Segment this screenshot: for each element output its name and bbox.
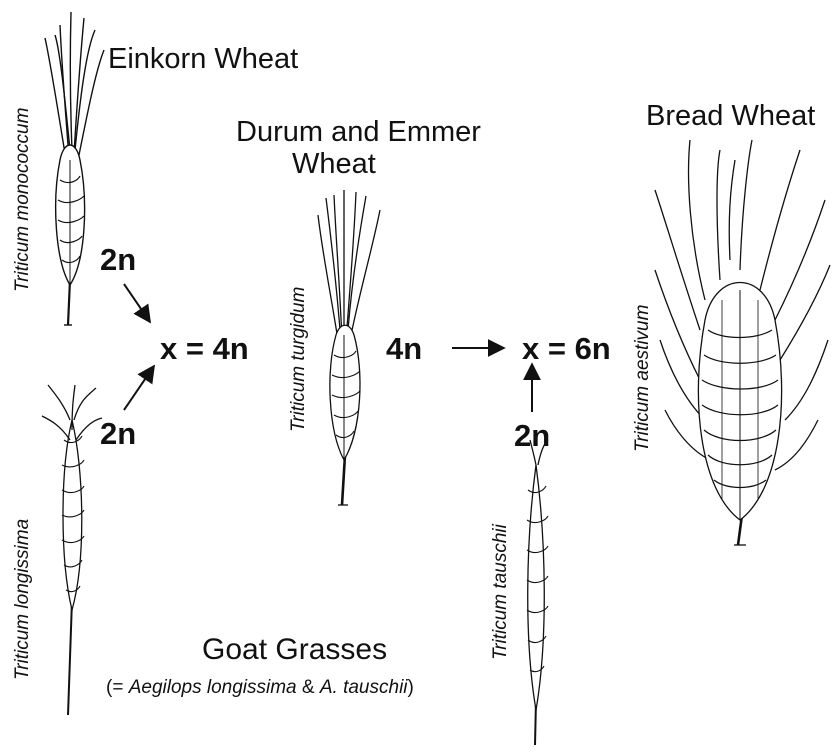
subtitle-suffix: ): [408, 677, 414, 698]
turgidum-scientific-name: Triticum turgidum: [288, 287, 310, 432]
subtitle-genus: Aegilops longissima: [129, 677, 297, 698]
goat-grasses-title: Goat Grasses: [202, 635, 387, 665]
longissima-ploidy: 2n: [100, 418, 136, 449]
tauschii-scientific-name: Triticum tauschii: [490, 524, 512, 660]
subtitle-prefix: (=: [106, 677, 129, 698]
einkorn-title: Einkorn Wheat: [108, 45, 298, 74]
subtitle-mid: &: [297, 677, 320, 698]
einkorn-scientific-name: Triticum monococcum: [12, 108, 34, 292]
arrow-longissima-to-cross: [124, 366, 154, 410]
second-cross-result: x = 6n: [522, 333, 611, 364]
durum-title-line1: Durum and Emmer: [236, 118, 481, 147]
goat-grasses-subtitle: (= Aegilops longissima & A. tauschii): [106, 678, 414, 697]
bread-wheat-title: Bread Wheat: [646, 102, 815, 131]
longissima-scientific-name: Triticum longissima: [12, 519, 34, 680]
tauschii-ploidy: 2n: [514, 420, 550, 451]
subtitle-species: A. tauschii: [320, 677, 408, 698]
aestivum-ear-icon: [655, 140, 830, 545]
durum-title-line2: Wheat: [292, 150, 376, 179]
turgidum-ploidy: 4n: [386, 333, 422, 364]
einkorn-ploidy: 2n: [100, 244, 136, 275]
longissima-ear-icon: [42, 385, 102, 715]
arrow-einkorn-to-cross: [124, 284, 150, 322]
aestivum-scientific-name: Triticum aestivum: [632, 305, 654, 452]
tauschii-ear-icon: [527, 440, 548, 745]
first-cross-result: x = 4n: [160, 333, 249, 364]
einkorn-ear-icon: [45, 12, 104, 325]
turgidum-ear-icon: [318, 190, 380, 505]
